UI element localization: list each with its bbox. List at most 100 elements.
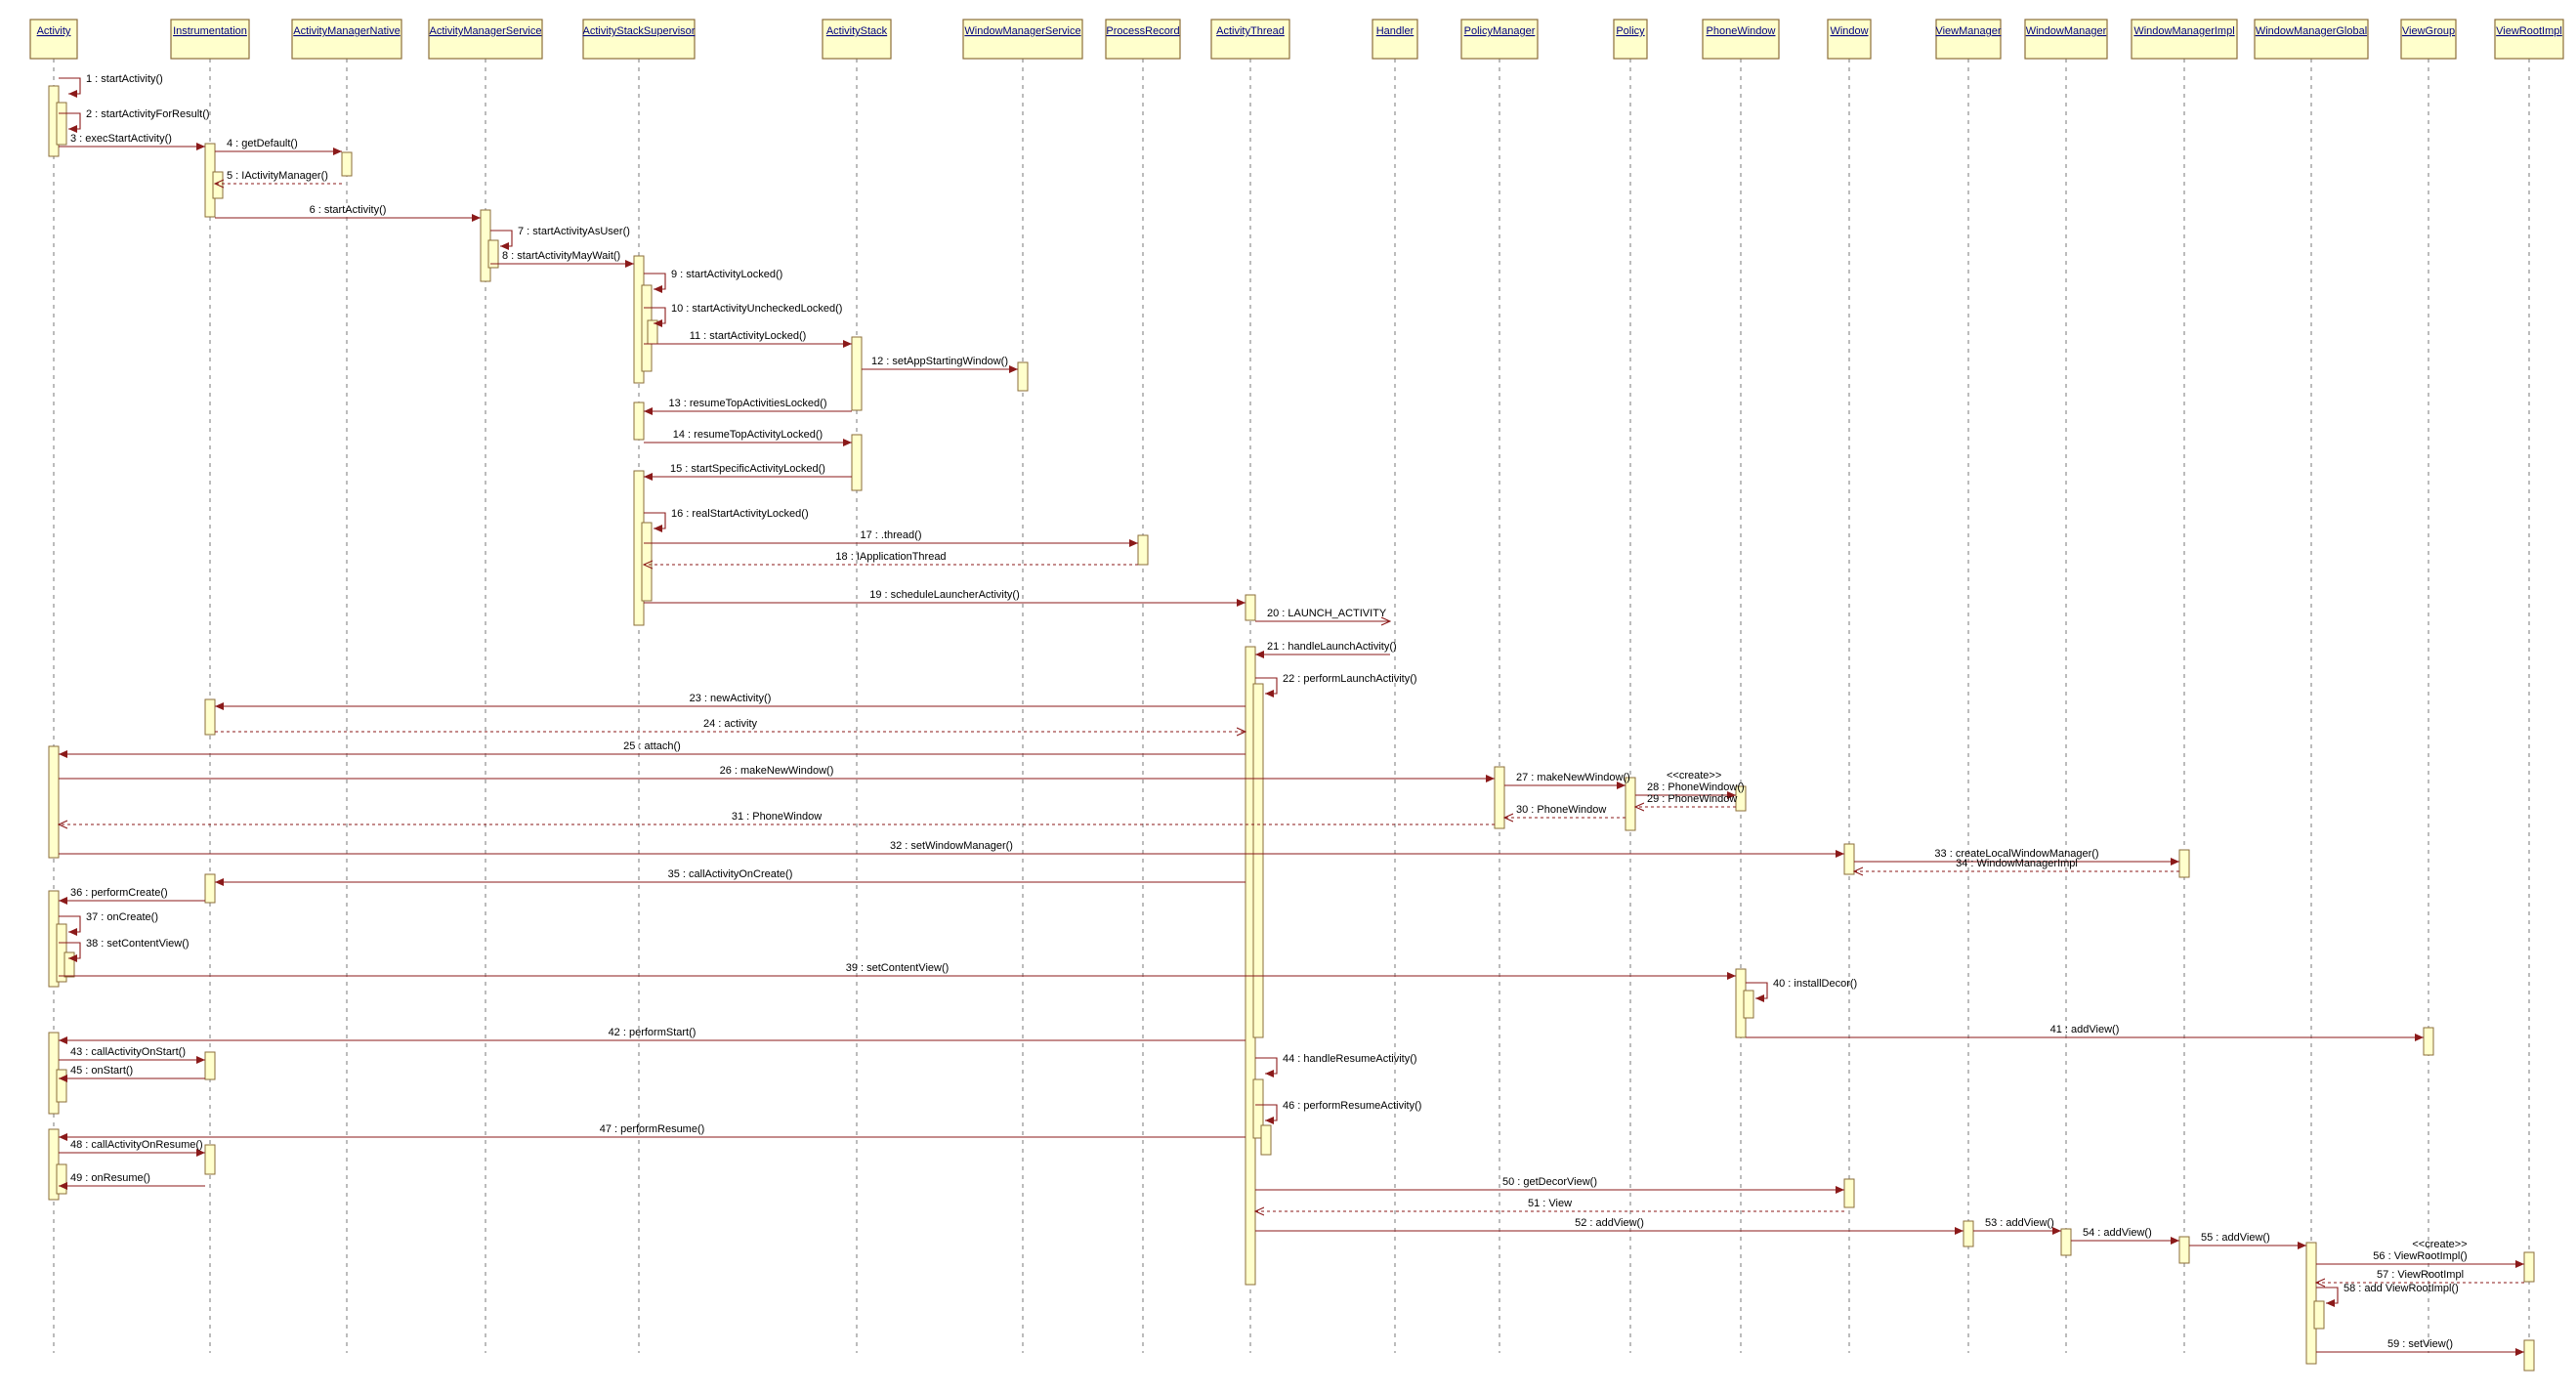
- actor-policymanager: PolicyManager: [1460, 19, 1539, 60]
- message-20: 20 : LAUNCH_ACTIVITY: [1255, 608, 1390, 621]
- activation-bar: [2523, 1339, 2535, 1372]
- actor-activity: Activity: [29, 19, 78, 60]
- stereotype-label: <<create>>: [2412, 1239, 2467, 1250]
- activation-bar: [1252, 683, 1264, 1038]
- activation-bar: [1843, 843, 1855, 875]
- message-label: 51 : View: [1528, 1198, 1572, 1209]
- message-6: 6 : startActivity(): [215, 204, 481, 222]
- activation-bar: [2423, 1027, 2434, 1056]
- message-label: 30 : PhoneWindow: [1516, 804, 1606, 816]
- actor-box: [291, 19, 402, 60]
- actor-box: [170, 19, 250, 60]
- message-label: 18 : IApplicationThread: [835, 551, 946, 563]
- message-label: 53 : addView(): [1985, 1217, 2054, 1229]
- actor-box: [2131, 19, 2238, 60]
- actor-label: ViewManager: [1935, 25, 2001, 37]
- message-label: 40 : installDecor(): [1773, 978, 1857, 990]
- message-label: 45 : onStart(): [70, 1065, 133, 1077]
- activation-bar: [1245, 594, 1256, 621]
- message-label: 4 : getDefault(): [227, 138, 298, 149]
- message-28: <<create>>28 : PhoneWindow(): [1635, 770, 1745, 799]
- message-label: 23 : newActivity(): [690, 693, 772, 704]
- message-55: 55 : addView(): [2189, 1232, 2306, 1249]
- message-14: 14 : resumeTopActivityLocked(): [644, 429, 852, 446]
- self-message-arrow: [490, 230, 513, 250]
- message-7: 7 : startActivityAsUser(): [490, 226, 630, 250]
- message-58: 58 : add ViewRootImpl(): [2316, 1283, 2459, 1307]
- actor-windowmanagerservice: WindowManagerService: [962, 19, 1083, 60]
- message-26: 26 : makeNewWindow(): [59, 765, 1495, 782]
- activation-bar: [1017, 361, 1029, 392]
- message-label: 43 : callActivityOnStart(): [70, 1046, 186, 1058]
- message-label: 14 : resumeTopActivityLocked(): [673, 429, 823, 441]
- message-label: 5 : IActivityManager(): [227, 170, 328, 182]
- self-message-arrow: [644, 512, 666, 532]
- message-30: 30 : PhoneWindow: [1504, 804, 1626, 818]
- actor-box: [2400, 19, 2457, 60]
- message-32: 32 : setWindowManager(): [59, 840, 1844, 858]
- message-52: 52 : addView(): [1255, 1217, 1964, 1235]
- message-label: 55 : addView(): [2201, 1232, 2270, 1244]
- message-8: 8 : startActivityMayWait(): [490, 250, 634, 268]
- actor-box: [1827, 19, 1872, 60]
- actor-label: WindowManager: [2026, 25, 2107, 37]
- activation-bar: [204, 873, 216, 904]
- actor-activitystack: ActivityStack: [822, 19, 892, 60]
- message-label: 20 : LAUNCH_ACTIVITY: [1267, 608, 1387, 619]
- actor-activitymanagernative: ActivityManagerNative: [291, 19, 402, 60]
- message-37: 37 : onCreate(): [59, 911, 158, 936]
- actor-box: [962, 19, 1083, 60]
- activation-bar: [1260, 1124, 1272, 1156]
- activation-bar: [647, 319, 658, 345]
- message-24: 24 : activity: [215, 718, 1246, 732]
- self-message-arrow: [1255, 1057, 1278, 1077]
- message-5: 5 : IActivityManager(): [215, 170, 342, 184]
- activation-bar: [1252, 1078, 1264, 1139]
- actor-label: Instrumentation: [173, 25, 247, 37]
- message-label: 1 : startActivity(): [86, 73, 163, 85]
- message-39: 39 : setContentView(): [59, 962, 1736, 980]
- activation-bar: [2523, 1251, 2535, 1283]
- message-label: 46 : performResumeActivity(): [1283, 1100, 1421, 1112]
- activation-bar: [56, 1069, 67, 1103]
- actor-phonewindow: PhoneWindow: [1702, 19, 1780, 60]
- actor-label: Handler: [1376, 25, 1415, 37]
- message-label: 6 : startActivity(): [310, 204, 387, 216]
- message-16: 16 : realStartActivityLocked(): [644, 508, 809, 532]
- actor-windowmanager: WindowManager: [2024, 19, 2108, 60]
- message-15: 15 : startSpecificActivityLocked(): [644, 463, 852, 481]
- message-label: 24 : activity: [703, 718, 758, 730]
- message-45: 45 : onStart(): [59, 1065, 205, 1082]
- activation-bar: [56, 1163, 67, 1195]
- actor-activitymanagerservice: ActivityManagerService: [428, 19, 543, 60]
- message-41: 41 : addView(): [1746, 1024, 2424, 1041]
- actor-label: Policy: [1616, 25, 1645, 37]
- self-message-arrow: [1746, 982, 1768, 1002]
- activation-bar: [2178, 849, 2190, 878]
- message-label: 56 : ViewRootImpl(): [2373, 1250, 2467, 1262]
- message-label: 16 : realStartActivityLocked(): [671, 508, 809, 520]
- self-message-arrow: [2316, 1287, 2339, 1307]
- activation-bar: [48, 745, 60, 859]
- activation-bar: [1137, 534, 1149, 566]
- message-label: 13 : resumeTopActivitiesLocked(): [668, 398, 826, 409]
- message-label: 44 : handleResumeActivity(): [1283, 1053, 1417, 1065]
- message-label: 57 : ViewRootImpl: [2377, 1269, 2464, 1281]
- self-message-arrow: [1255, 677, 1278, 697]
- message-1: 1 : startActivity(): [59, 73, 163, 98]
- message-label: 2 : startActivityForResult(): [86, 108, 210, 120]
- activation-bar: [487, 239, 499, 269]
- message-label: 7 : startActivityAsUser(): [518, 226, 630, 237]
- activation-bar: [1963, 1220, 1974, 1247]
- actor-activitythread: ActivityThread: [1210, 19, 1290, 60]
- message-label: 54 : addView(): [2083, 1227, 2152, 1239]
- message-label: 37 : onCreate(): [86, 911, 158, 923]
- activation-bar: [2178, 1236, 2190, 1264]
- activation-bar: [1625, 777, 1636, 831]
- actor-windowmanagerimpl: WindowManagerImpl: [2131, 19, 2238, 60]
- actor-box: [1460, 19, 1539, 60]
- message-11: 11 : startActivityLocked(): [644, 330, 852, 348]
- message-label: 31 : PhoneWindow: [732, 811, 822, 823]
- message-25: 25 : attach(): [59, 740, 1246, 758]
